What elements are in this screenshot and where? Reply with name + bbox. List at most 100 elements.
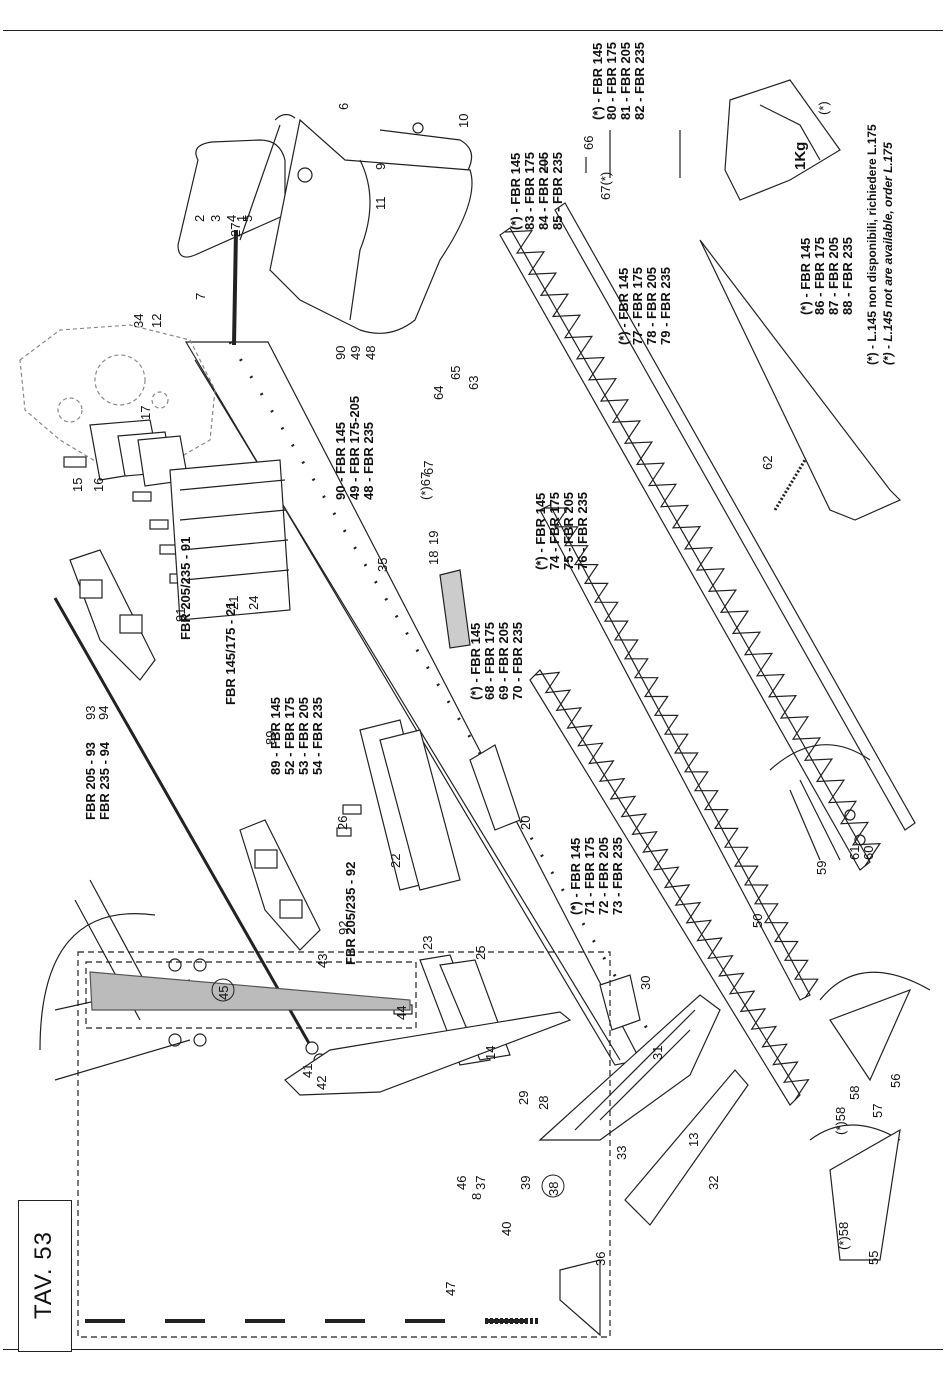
callout-42: 42 — [314, 1076, 329, 1090]
callout-37: 37 — [473, 1176, 488, 1190]
model-list-4-line-2: 75 - FBR 205 — [561, 492, 576, 570]
callout-15: 15 — [70, 478, 85, 492]
callout-62: 62 — [760, 456, 775, 470]
callout-27: 27 — [228, 223, 243, 237]
group-label-1: FBR 145/175 - 21 — [223, 602, 238, 705]
crop-divider-31 — [538, 994, 721, 1141]
callout-66: 66 — [581, 136, 596, 150]
callout-23: 23 — [420, 936, 435, 950]
model-list-8-line-1: 71 - FBR 175 — [582, 837, 597, 915]
callout-60: 60 — [861, 846, 876, 860]
model-list-2-line-1: 77 - FBR 175 — [630, 267, 645, 345]
shoe-plates-22 — [359, 719, 461, 891]
model-list-2-line-2: 78 - FBR 205 — [644, 267, 659, 345]
callout-30: 30 — [638, 976, 653, 990]
callout-35: 35 — [375, 558, 390, 572]
model-list-4-line-1: 74 - FBR 175 — [547, 492, 562, 570]
callout-41: 41 — [300, 1064, 315, 1078]
blade-19 — [439, 569, 471, 649]
knife-assembly-74-76 — [539, 504, 819, 1001]
model-list-0-line-0: (*) - FBR 145 — [508, 153, 523, 230]
mounting-frame — [177, 113, 473, 334]
spring-62 — [773, 459, 807, 511]
list-bracket-66 — [544, 130, 681, 178]
runner-32 — [624, 1069, 749, 1226]
model-list-0-line-3: 85 - FBR 235 — [550, 152, 565, 230]
callout-16: 16 — [91, 478, 106, 492]
callout-48: 48 — [363, 346, 378, 360]
callout-94: 94 — [96, 706, 111, 720]
model-list-7-line-0: 89 - FBR 145 — [268, 697, 283, 775]
model-list-9-line-0: FBR 205 - 93 — [83, 742, 98, 820]
callout-4: 4 — [224, 215, 239, 222]
model-list-1-line-0: (*) - FBR 145 — [590, 43, 605, 120]
callout-36: 36 — [593, 1252, 608, 1266]
model-list-1-line-1: 80 - FBR 175 — [604, 42, 619, 120]
model-list-7-line-2: 53 - FBR 205 — [296, 697, 311, 775]
model-list-6-line-3: 70 - FBR 235 — [510, 622, 525, 700]
callout-26: 26 — [335, 816, 350, 830]
callout-starred-: (*) — [816, 101, 831, 115]
callout-40: 40 — [499, 1222, 514, 1236]
callout-63: 63 — [466, 376, 481, 390]
callout-50: 50 — [750, 914, 765, 928]
callout-9: 9 — [373, 163, 388, 170]
note-italian: (*) - L.145 non disponibili, richiedere … — [865, 124, 879, 365]
model-list-9-line-1: FBR 235 - 94 — [97, 741, 112, 820]
callout-circle-45 — [211, 978, 235, 1002]
group-label-0: FBR 205/235 - 91 — [178, 537, 193, 640]
callout-47: 47 — [443, 1282, 458, 1296]
finger-plates-21 — [169, 459, 291, 621]
callout-67: 67 — [421, 461, 436, 475]
callout-56: 56 — [888, 1074, 903, 1088]
callout-45: 45 — [216, 986, 231, 1000]
callout-2: 2 — [192, 215, 207, 222]
model-list-6-line-2: 69 - FBR 205 — [496, 622, 511, 700]
callout-29: 29 — [516, 1091, 531, 1105]
callout-31: 31 — [650, 1046, 665, 1060]
callout-89: 89 — [263, 731, 278, 745]
blade-30 — [599, 974, 641, 1031]
callout-starred-67: (*)67 — [418, 472, 433, 500]
model-list-3-line-3: 88 - FBR 235 — [840, 237, 855, 315]
model-list-8-line-0: (*) - FBR 145 — [568, 838, 583, 915]
rod-7 — [232, 229, 238, 346]
callout-13: 13 — [686, 1133, 701, 1147]
note-english: (*) - L.145 not are available, order L.1… — [881, 142, 895, 365]
callout-11: 11 — [373, 197, 388, 211]
kit-box-label: 1Kg — [792, 142, 809, 170]
gearbox-outline — [19, 324, 216, 471]
clamp-plates — [89, 419, 189, 487]
callout-65: 65 — [448, 366, 463, 380]
callout-circle-38 — [541, 1174, 565, 1198]
model-list-2-line-0: (*) - FBR 145 — [616, 268, 631, 345]
callout-92: 92 — [336, 921, 351, 935]
model-list-2-line-3: 79 - FBR 235 — [658, 267, 673, 345]
model-list-1-line-3: 82 - FBR 235 — [632, 42, 647, 120]
callout-14: 14 — [483, 1046, 498, 1060]
model-list-8-line-2: 72 - FBR 205 — [596, 837, 611, 915]
callout-39: 39 — [518, 1176, 533, 1190]
knife-back-80-82 — [554, 202, 916, 831]
callout-6: 6 — [336, 103, 351, 110]
callout-1: 1 — [234, 215, 249, 222]
model-list-7-line-1: 52 - FBR 175 — [282, 697, 297, 775]
model-list-8-line-3: 73 - FBR 235 — [610, 837, 625, 915]
table-number-box — [18, 1200, 72, 1352]
callout-33: 33 — [614, 1146, 629, 1160]
detail-circle-right-bottom — [809, 1124, 901, 1261]
model-list-6-line-0: (*) - FBR 145 — [468, 623, 483, 700]
callout-7: 7 — [193, 293, 208, 300]
callout-10: 10 — [456, 114, 471, 128]
callout-18: 18 — [426, 551, 441, 565]
model-list-7-line-3: 54 - FBR 235 — [310, 697, 325, 775]
model-list-3-line-1: 86 - FBR 175 — [812, 237, 827, 315]
callout-57: 57 — [870, 1104, 885, 1118]
callout-19: 19 — [426, 531, 441, 545]
callout-34: 34 — [131, 314, 146, 328]
callout-64: 64 — [431, 386, 446, 400]
callout-46: 46 — [454, 1176, 469, 1190]
callout-61: 61 — [847, 846, 862, 860]
callout-20: 20 — [518, 816, 533, 830]
